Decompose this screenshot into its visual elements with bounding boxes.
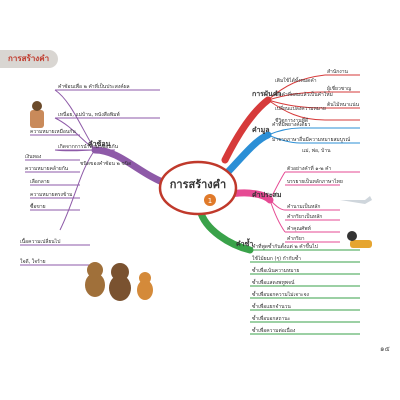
purple-item: เลือกลาย [30,178,50,185]
purple-item: ความหมายคล้ายกัน [25,165,69,172]
label-green: คำซ้ำ [236,237,253,248]
label-pink: คำประสม [252,191,282,199]
green-sub-lines [250,249,360,335]
green-item: ซ้ำเพื่อแสดงพหูพจน์ [252,277,295,286]
green-item: ซ้ำเพื่อบอกสถานะ [252,313,291,322]
pink-item: ตัวอย่างคำที่ ๑-๒ คำ [287,165,331,172]
blue-sub-lines [267,127,360,144]
center-title: การสร้างคำ [170,178,226,191]
label-red: การผันคำ [252,90,281,98]
green-item: คำที่พูดซ้ำกันตั้งแต่ ๒ คำขึ้นไป [252,241,318,250]
purple-item: เงินทอง [25,153,42,160]
purple-item: เนื้อความเปลี่ยนไป [20,236,60,245]
purple-item: เกิดจากการนำคำมาซ้อนกัน [58,143,119,150]
purple-item: ความหมายตรงข้าม [30,191,72,198]
label-purple: คำซ้อน [88,139,111,148]
red-branch [221,96,272,164]
green-item: ซ้ำเพื่อแยกจำนวน [252,301,291,310]
green-item: ซ้ำเพื่อความต่อเนื่อง [252,325,296,334]
purple-item: เหนื่อย, แม่บ้าน, หนังสือพิมพ์ [58,111,120,118]
blue-item: มาจากภาษาอื่นมีความหมายสมบูรณ์ [272,136,351,143]
red-item: สำนักงาน [327,69,349,75]
red-item: ตัดคำที่ผสมแล้วเป็นคำใหม่ [275,90,333,98]
purple-item: ซื้อขาย [30,201,46,210]
illustration-person [30,101,44,128]
page-number: ๑๕ [380,345,390,353]
pink-item: คำคุณศัพท์ [287,225,311,232]
purple-item: ความหมายเหมือนกัน [30,128,76,135]
center-badge: 1 [208,197,212,205]
green-item: ซ้ำเพื่อบอกความไม่เจาะจง [252,289,310,298]
illustration-bears [85,262,153,301]
section-header-title: การสร้างคำ [8,54,50,63]
center-node: การสร้างคำ 1 [158,160,238,216]
purple-item: ใจดี, ใจร้าย [20,258,46,265]
green-branch [196,206,254,254]
blue-item: คำที่มีพยางค์เดียว [272,121,310,128]
blue-item: แม่, พ่อ, บ้าน [302,147,331,154]
purple-item: ชนิดของคำซ้อน ๒ ชนิด [80,160,131,167]
pink-item: คำกริยา [287,235,305,242]
red-sub-lines [267,74,360,121]
green-item: ซ้ำเพื่อเน้นความหมาย [252,265,299,274]
pink-item: บรรยายเป็นหลักภาษาไทย [287,177,343,185]
purple-item: คำซ้อนเพื่อ ๒ คำที่เป็นประสงค์ผล [58,82,130,90]
red-item: ชีวิตการงานที่ดี [275,117,308,124]
pink-item: คำนามเป็นหลัก [287,202,320,210]
section-header: การสร้างคำ [0,50,58,68]
purple-sub-lines [20,89,160,266]
pink-sub-lines [269,171,360,243]
illustration-plane [340,196,372,204]
pink-item: คำกริยาเป็นหลัก [287,212,322,220]
red-item: เติมใช้ได้ทั้งหมดคำ [275,75,317,84]
red-item: ผู้เชี่ยวชาญ [327,85,351,92]
purple-branch [91,146,174,189]
red-item: เปลี่ยนแปลงความหมาย [275,105,326,112]
label-blue: คำมูล [252,126,270,135]
illustration-reader [347,231,372,248]
green-item: ใช้ไม้ยมก (ๆ) กำกับซ้ำ [252,253,301,262]
red-item: ต้นไม้หนาแน่น [327,101,360,108]
